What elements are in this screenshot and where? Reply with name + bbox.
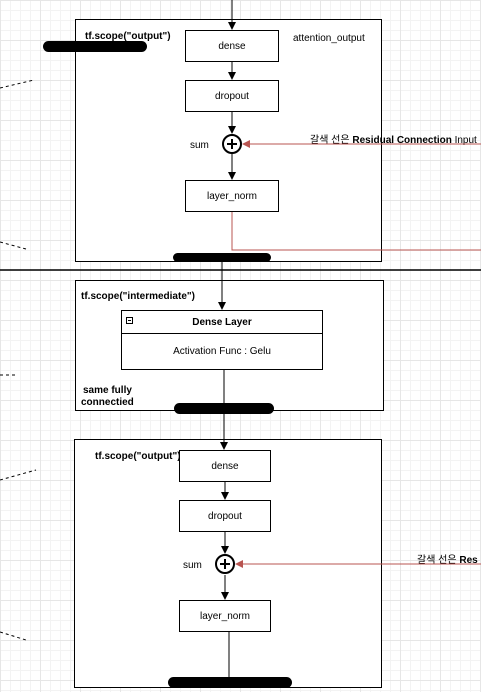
layer-norm-box-top[interactable]: layer_norm — [185, 180, 279, 212]
sum-circle-icon-bottom[interactable] — [215, 554, 235, 574]
redaction-mark — [43, 41, 147, 52]
sum-label-bottom: sum — [183, 560, 202, 571]
same-fc-note-line1: same fully — [83, 385, 132, 396]
dropout-box-top[interactable]: dropout — [185, 80, 279, 112]
dense-layer-title: Dense Layer — [192, 316, 252, 328]
same-fc-note-line2: connectied — [81, 397, 134, 408]
residual-output-edge — [231, 212, 481, 251]
annotation-prefix-top: 갈색 선은 — [310, 135, 353, 146]
dense-layer-body: Activation Func : Gelu — [122, 334, 322, 369]
annotation-prefix-bottom: 갈색 선은 — [417, 555, 460, 566]
scope-label-output-top: tf.scope("output") — [85, 31, 171, 42]
dense-box-top[interactable]: dense — [185, 30, 279, 62]
dense-layer-container[interactable]: Dense Layer Activation Func : Gelu — [121, 310, 323, 370]
redaction-mark — [168, 677, 292, 688]
residual-annotation-bottom: 갈색 선은 Res — [417, 551, 478, 566]
annotation-suffix-top: Input — [451, 135, 477, 146]
dashed-edge — [0, 469, 37, 481]
dense-layer-header: Dense Layer — [122, 311, 322, 334]
activation-label: Activation Func : Gelu — [173, 346, 271, 357]
sum-circle-icon-top[interactable] — [222, 134, 242, 154]
dashed-edge — [0, 631, 27, 641]
annotation-bold-top: Residual Connection — [352, 135, 452, 146]
dense-box-bottom[interactable]: dense — [179, 450, 271, 482]
sum-label-top: sum — [190, 140, 209, 151]
annotation-bold-bottom: Res — [459, 555, 478, 566]
redaction-mark — [173, 253, 271, 262]
dashed-edge — [0, 241, 27, 250]
scope-label-output-bottom: tf.scope("output") — [95, 451, 181, 462]
scope-label-intermediate: tf.scope("intermediate") — [81, 291, 195, 302]
layer-norm-box-bottom[interactable]: layer_norm — [179, 600, 271, 632]
residual-annotation-top: 갈색 선은 Residual Connection Input — [310, 131, 477, 146]
dropout-box-bottom[interactable]: dropout — [179, 500, 271, 532]
collapse-icon[interactable] — [126, 317, 133, 324]
attention-output-label: attention_output — [293, 33, 365, 44]
